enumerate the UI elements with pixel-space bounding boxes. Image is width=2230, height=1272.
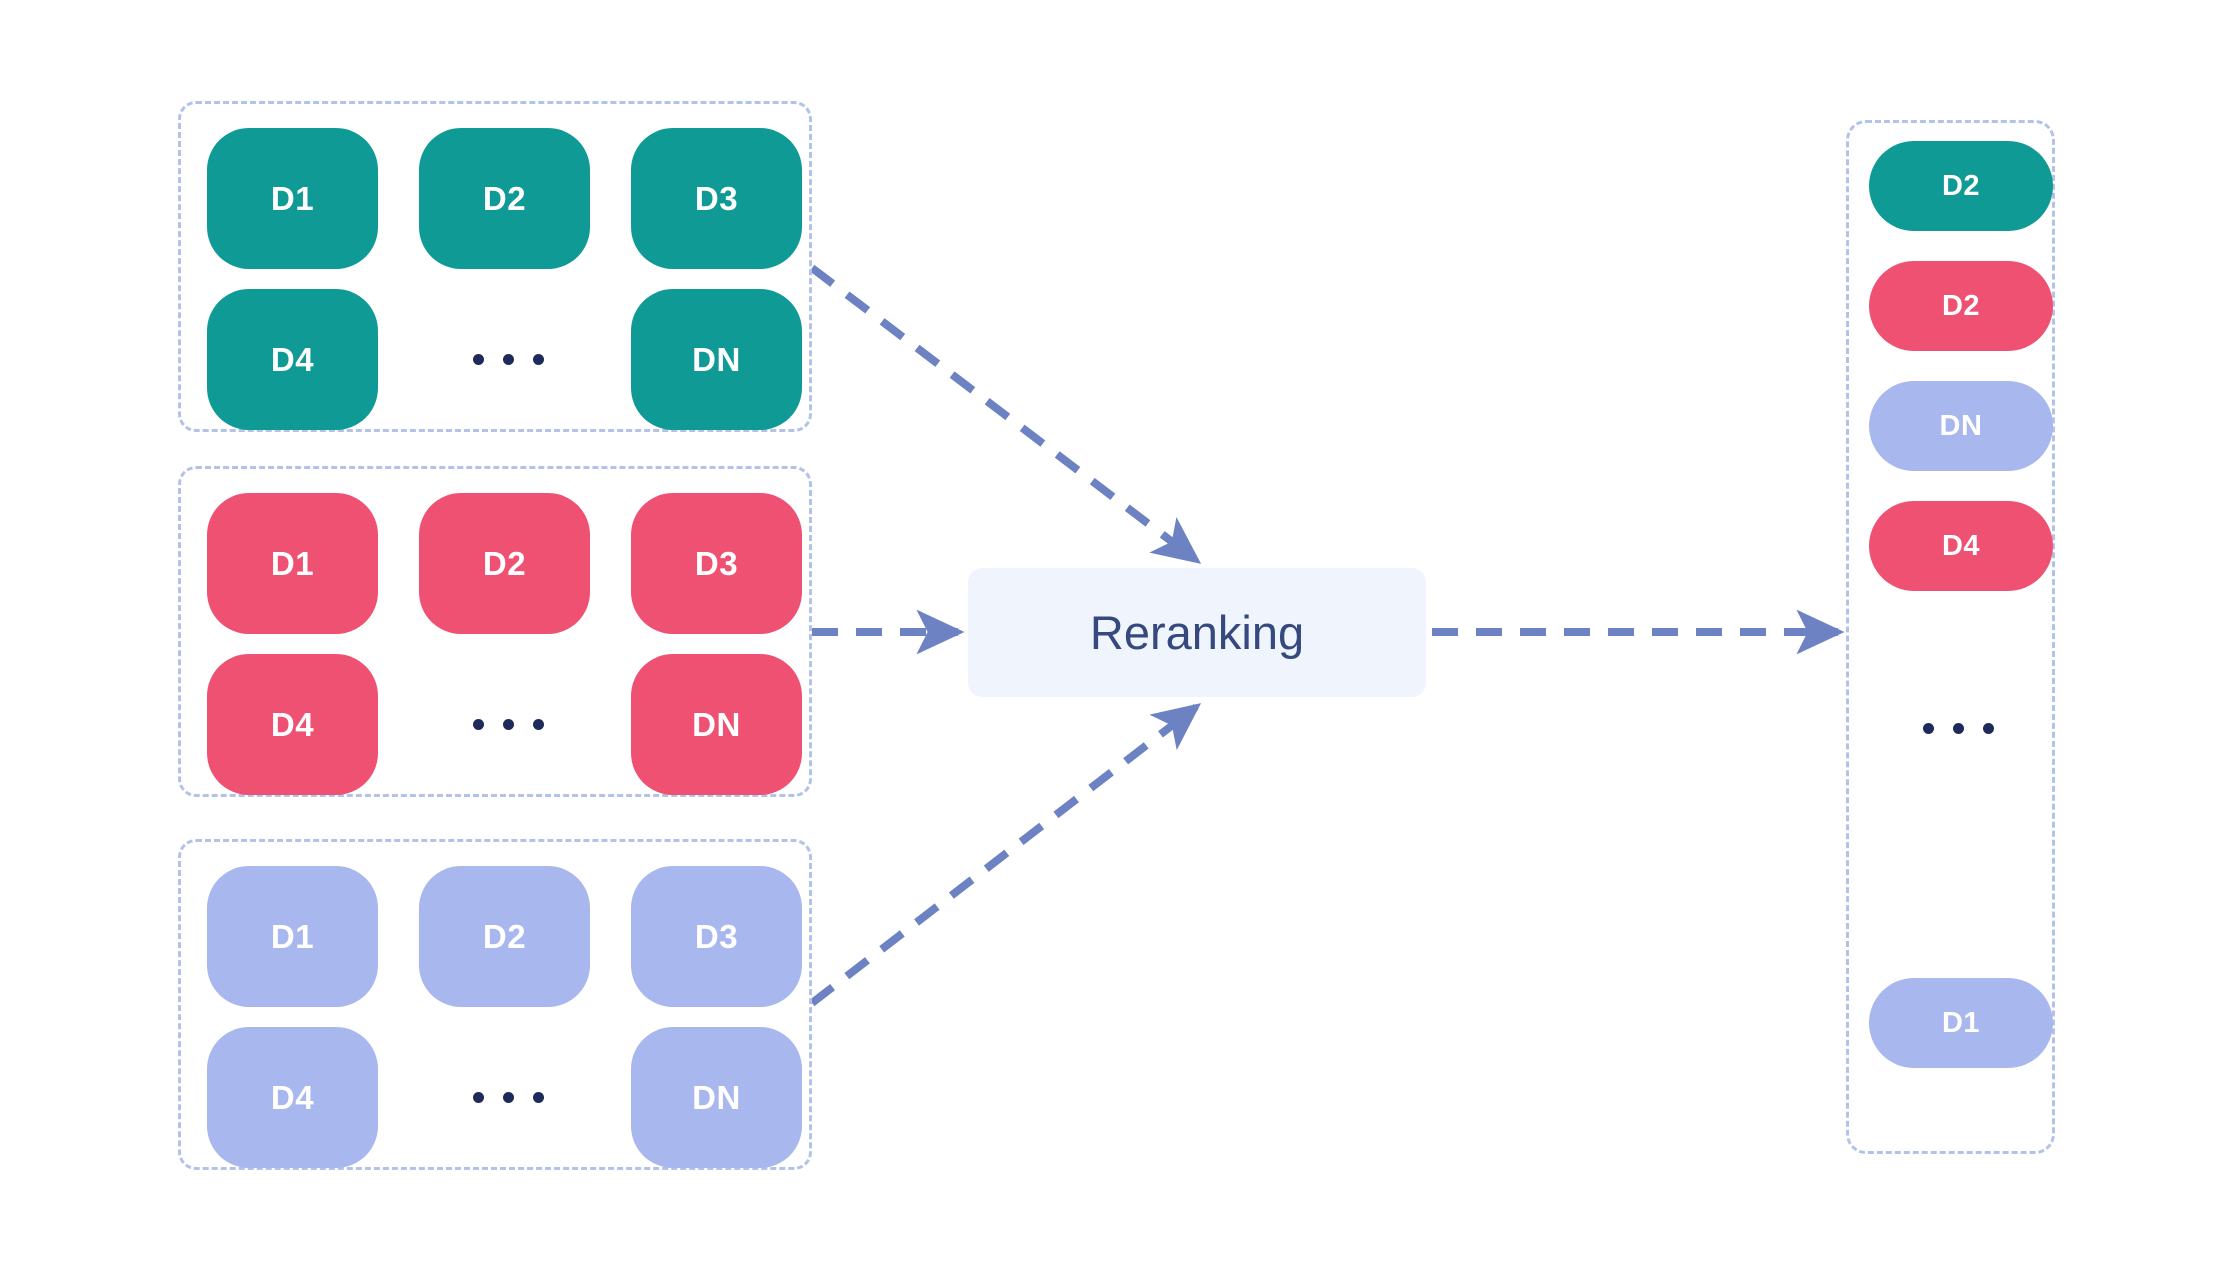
- dot: [473, 719, 484, 730]
- document-pill[interactable]: DN: [631, 654, 802, 795]
- ellipsis-icon: [1923, 723, 1994, 734]
- document-pill[interactable]: D3: [631, 866, 802, 1007]
- document-pill[interactable]: D3: [631, 493, 802, 634]
- document-pill[interactable]: D4: [207, 1027, 378, 1168]
- dot: [533, 719, 544, 730]
- dot: [533, 354, 544, 365]
- document-pill[interactable]: D1: [207, 128, 378, 269]
- document-pill[interactable]: D1: [207, 866, 378, 1007]
- ranked-document-pill[interactable]: D2: [1869, 141, 2053, 231]
- ranked-document-pill[interactable]: D4: [1869, 501, 2053, 591]
- retrieval-result-group-1: D1 D2 D3 D4 DN: [178, 101, 812, 432]
- retrieval-result-group-2: D1 D2 D3 D4 DN: [178, 466, 812, 797]
- document-pill[interactable]: D4: [207, 654, 378, 795]
- dot: [503, 354, 514, 365]
- dot: [1983, 723, 1994, 734]
- document-pill[interactable]: DN: [631, 1027, 802, 1168]
- document-pill[interactable]: D2: [419, 128, 590, 269]
- ranked-document-pill[interactable]: DN: [1869, 381, 2053, 471]
- retrieval-result-group-3: D1 D2 D3 D4 DN: [178, 839, 812, 1170]
- document-pill[interactable]: D4: [207, 289, 378, 430]
- dot: [1953, 723, 1964, 734]
- dot: [503, 719, 514, 730]
- ellipsis-icon: [473, 719, 544, 730]
- document-pill[interactable]: DN: [631, 289, 802, 430]
- reranking-node[interactable]: Reranking: [968, 568, 1426, 697]
- ellipsis-icon: [473, 1092, 544, 1103]
- ranked-document-pill[interactable]: D2: [1869, 261, 2053, 351]
- dot: [503, 1092, 514, 1103]
- document-pill[interactable]: D3: [631, 128, 802, 269]
- dot: [1923, 723, 1934, 734]
- ranked-document-pill[interactable]: D1: [1869, 978, 2053, 1068]
- dot: [473, 1092, 484, 1103]
- reranked-result-list: D2 D2 DN D4 D1: [1846, 120, 2055, 1154]
- dot: [533, 1092, 544, 1103]
- connector-group3-to-reranking: [809, 703, 1202, 1007]
- ellipsis-icon: [473, 354, 544, 365]
- document-pill[interactable]: D2: [419, 866, 590, 1007]
- document-pill[interactable]: D1: [207, 493, 378, 634]
- connector-group1-to-reranking: [809, 264, 1202, 564]
- dot: [473, 354, 484, 365]
- document-pill[interactable]: D2: [419, 493, 590, 634]
